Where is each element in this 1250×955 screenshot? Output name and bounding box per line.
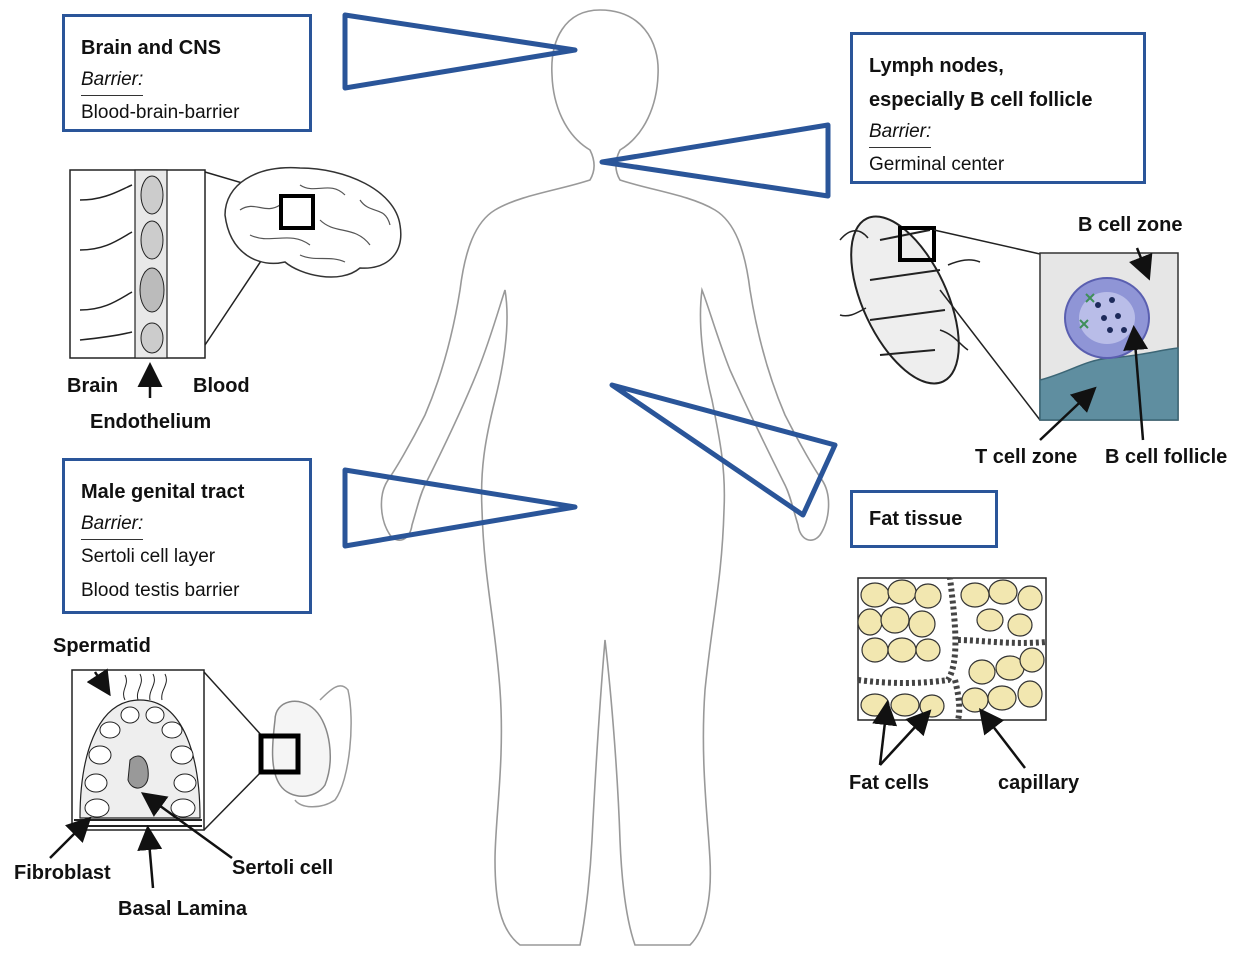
pointer-brain — [345, 15, 575, 88]
brain-illustration — [225, 168, 401, 277]
fat-tissue-schematic — [858, 578, 1046, 768]
label-spermatid: Spermatid — [53, 635, 151, 658]
testis-illustration — [261, 686, 351, 807]
label-fat-cells: Fat cells — [849, 772, 929, 795]
label-basal-lamina: Basal Lamina — [118, 898, 247, 921]
brain-cns-box: Brain and CNS Barrier: Blood-brain-barri… — [62, 14, 312, 132]
label-b-cell-zone: B cell zone — [1078, 214, 1182, 237]
barrier-value: Germinal center — [869, 148, 1127, 182]
box-title-line-2: especially B cell follicle — [869, 83, 1127, 117]
box-title: Brain and CNS — [81, 31, 293, 65]
label-brain: Brain — [67, 375, 118, 398]
box-title: Fat tissue — [869, 503, 979, 535]
barrier-label: Barrier: — [81, 65, 143, 96]
label-b-cell-follicle: B cell follicle — [1105, 446, 1227, 469]
barrier-value-2: Blood testis barrier — [81, 574, 293, 608]
fat-tissue-box: Fat tissue — [850, 490, 998, 548]
label-sertoli-cell: Sertoli cell — [232, 857, 333, 880]
label-fibroblast: Fibroblast — [14, 862, 111, 885]
pointer-fat — [612, 385, 835, 515]
lymph-node-illustration — [829, 201, 1040, 420]
barrier-label: Barrier: — [869, 117, 931, 148]
lymph-nodes-box: Lymph nodes, especially B cell follicle … — [850, 32, 1146, 184]
label-endothelium: Endothelium — [90, 411, 211, 434]
box-title: Male genital tract — [81, 475, 293, 509]
barrier-label: Barrier: — [81, 509, 143, 540]
lymph-zoom-panel — [1040, 248, 1178, 440]
pointer-genital — [345, 470, 575, 546]
seminiferous-tubule-schematic — [50, 670, 263, 888]
label-capillary: capillary — [998, 772, 1079, 795]
barrier-value-1: Sertoli cell layer — [81, 540, 293, 574]
barrier-value: Blood-brain-barrier — [81, 96, 293, 130]
male-genital-tract-box: Male genital tract Barrier: Sertoli cell… — [62, 458, 312, 614]
body-outline — [381, 10, 828, 945]
box-title-line-1: Lymph nodes, — [869, 49, 1127, 83]
label-blood: Blood — [193, 375, 250, 398]
label-t-cell-zone: T cell zone — [975, 446, 1077, 469]
